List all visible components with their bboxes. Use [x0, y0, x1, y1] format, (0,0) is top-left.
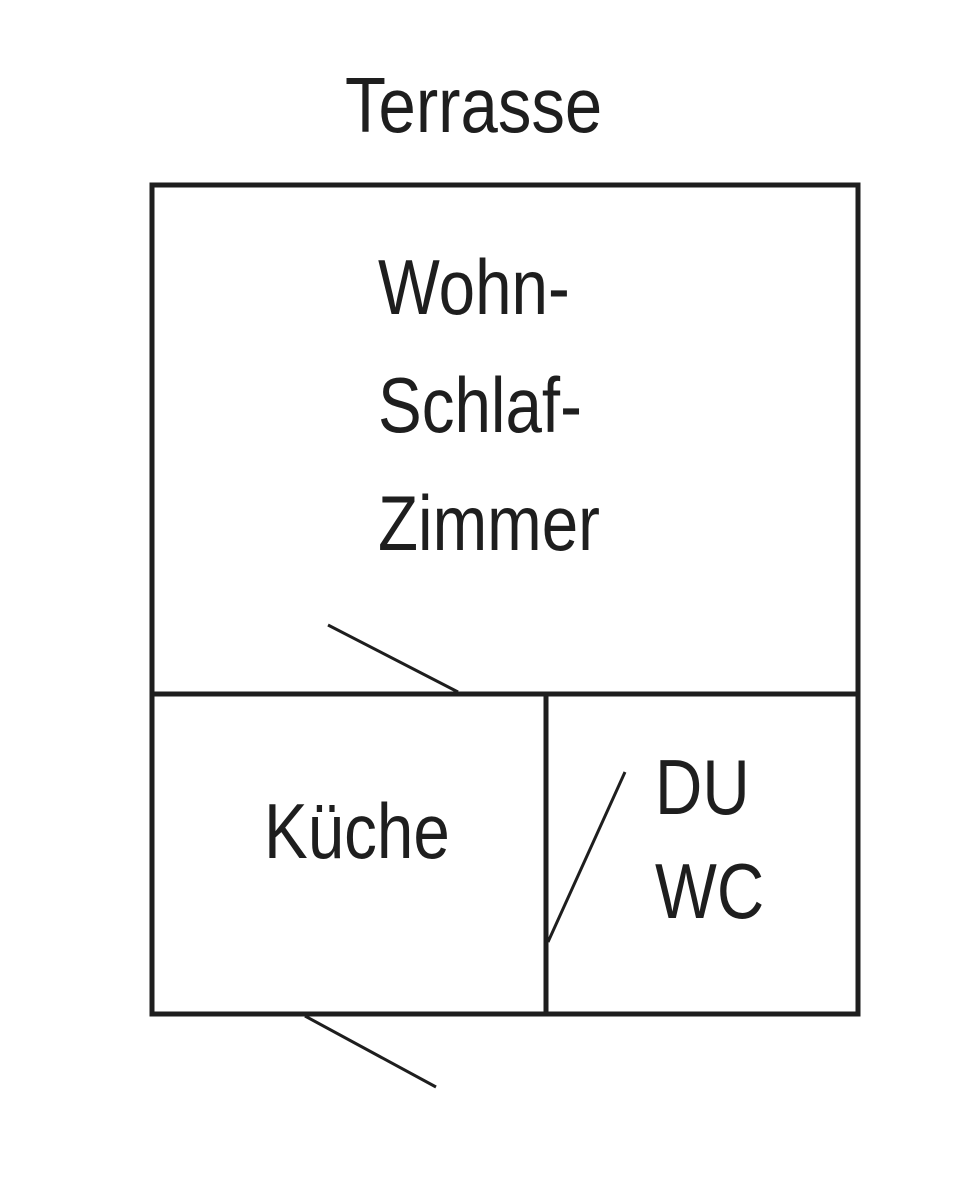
living-bedroom-label-line-1: Wohn- — [378, 243, 570, 331]
living-bedroom-label-line-2: Schlaf- — [378, 361, 582, 449]
living-bedroom-label-line-3: Zimmer — [378, 479, 600, 567]
entrance-door — [304, 1014, 437, 1089]
outer-walls — [149, 182, 861, 1017]
kitchen-label: Küche — [264, 787, 450, 875]
bathroom-label-line-1: DU — [655, 743, 750, 831]
bathroom-label-line-2: WC — [655, 847, 765, 935]
bathroom-door — [546, 771, 627, 943]
bathroom-label: DU WC — [655, 748, 764, 956]
living-room-door — [327, 623, 459, 694]
terrace-label: Terrasse — [345, 61, 603, 149]
living-bedroom-label: Wohn- Schlaf- Zimmer — [378, 248, 600, 602]
